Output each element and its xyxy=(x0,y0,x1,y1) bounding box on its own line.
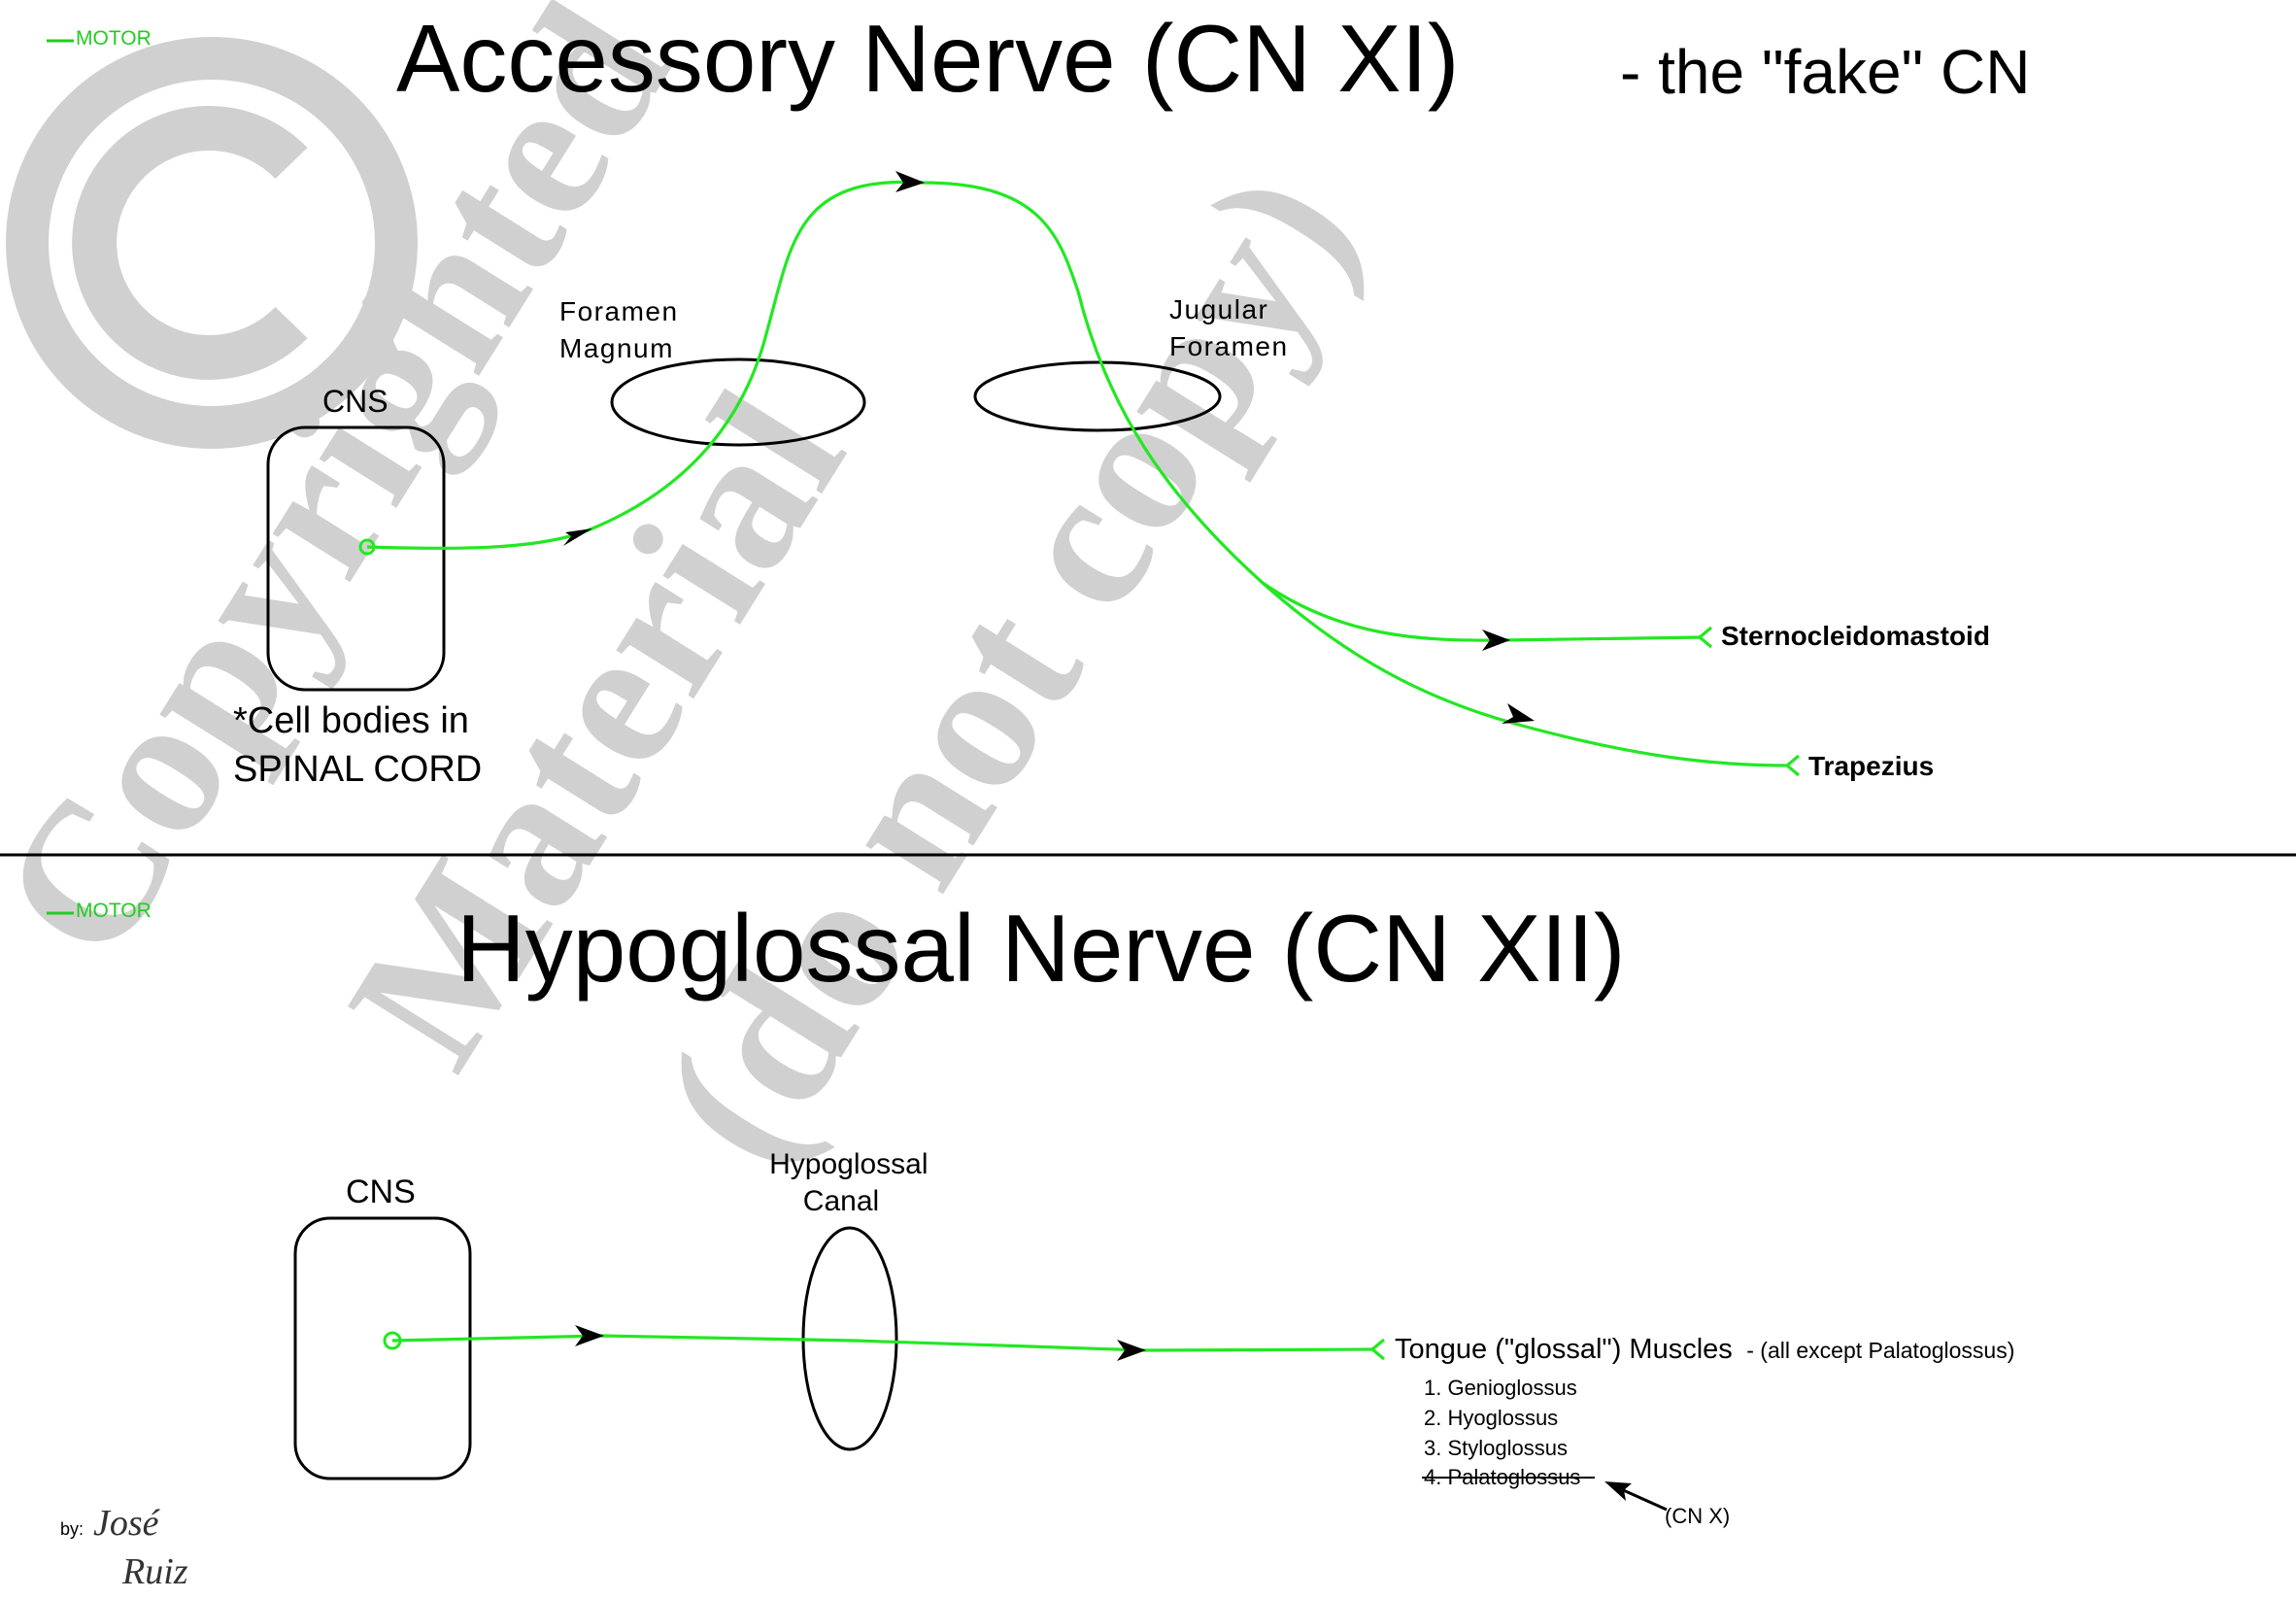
muscle-list-item: 1. Genioglossus xyxy=(1424,1376,1577,1400)
direction-arrow-icon xyxy=(563,171,1535,724)
foramen-magnum-label: Foramen Magnum xyxy=(559,296,688,363)
muscle-ending-icon xyxy=(1369,1338,1386,1361)
target-trapezius: Trapezius xyxy=(1808,751,1934,781)
muscle-list: 1. Genioglossus 2. Hyoglossus 3. Stylogl… xyxy=(1422,1376,1595,1489)
muscle-list-item: 2. Hyoglossus xyxy=(1424,1406,1558,1430)
direction-arrow-icon xyxy=(575,1325,1146,1361)
hypoglossal-nerve-path xyxy=(391,1334,1375,1352)
foramen-magnum xyxy=(610,357,866,447)
copyright-symbol-icon xyxy=(6,37,418,449)
cell-body-bottom xyxy=(383,1331,402,1350)
trapezius-branch-path xyxy=(1261,581,1790,767)
cell-bodies-note: *Cell bodies in SPINAL CORD xyxy=(233,700,482,790)
cns-label-bottom: CNS xyxy=(346,1174,416,1210)
cns-label-top: CNS xyxy=(322,384,388,419)
cn-x-note: (CN X) xyxy=(1665,1504,1730,1528)
svg-text:MOTOR: MOTOR xyxy=(76,27,152,50)
muscle-ending-icon xyxy=(1697,626,1801,777)
jugular-foramen xyxy=(973,360,1222,432)
cns-box-top xyxy=(266,425,446,692)
accessory-title-suffix: - the "fake" CN xyxy=(1620,37,2030,107)
motor-legend-top: MOTOR xyxy=(47,27,152,50)
cns-box-bottom xyxy=(293,1216,472,1480)
cell-body-top xyxy=(358,538,376,556)
muscle-list-item: 3. Styloglossus xyxy=(1424,1436,1568,1460)
cn-x-pointer-arrow-icon xyxy=(1604,1481,1668,1512)
svg-text:MOTOR: MOTOR xyxy=(76,900,152,922)
author-signature: by: José Ruiz xyxy=(60,1503,188,1592)
hypoglossal-canal-label: Hypoglossal Canal xyxy=(769,1148,936,1217)
target-sternocleidomastoid: Sternocleidomastoid xyxy=(1721,621,1990,651)
motor-legend-bottom: MOTOR xyxy=(47,900,152,922)
hypoglossal-title: Hypoglossal Nerve (CN XII) xyxy=(456,895,1626,1002)
svg-text:by:: by: xyxy=(60,1519,84,1539)
tongue-muscles-label: Tongue ("glossal") Muscles - (all except… xyxy=(1395,1334,2014,1365)
jugular-foramen-label: Jugular Foramen xyxy=(1169,294,1289,361)
copyright-watermark: Copyrighted Material (do not copy) xyxy=(0,0,1397,1199)
accessory-title: Accessory Nerve (CN XI) xyxy=(396,5,1460,112)
svg-text:Ruiz: Ruiz xyxy=(121,1551,188,1592)
svg-text:José: José xyxy=(93,1503,161,1544)
